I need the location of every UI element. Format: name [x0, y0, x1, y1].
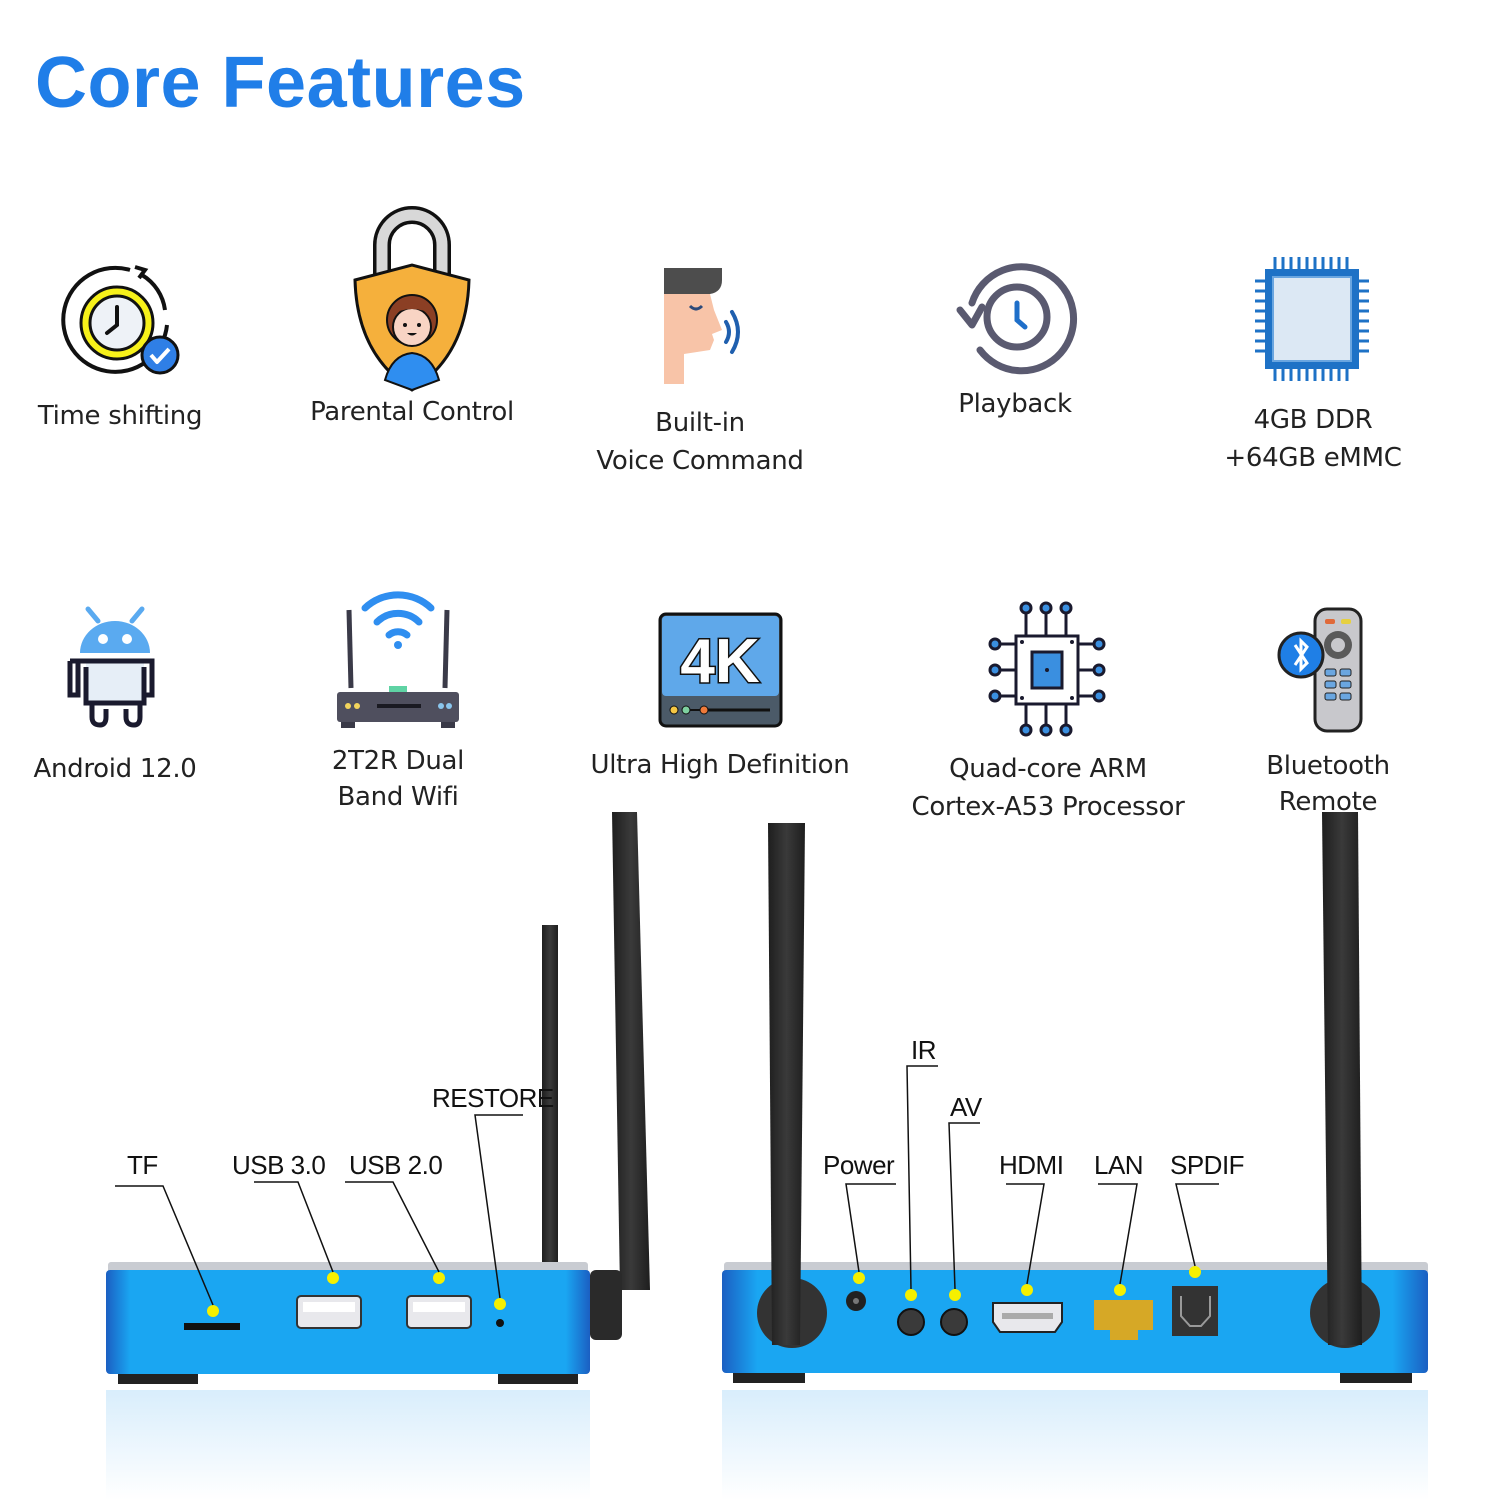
port-label-ir: IR [911, 1035, 937, 1065]
feature-label: Voice Command [596, 446, 804, 476]
feature-wifi: 2T2R Dual Band Wifi [268, 580, 528, 816]
android-robot-icon [67, 606, 155, 728]
ir-jack [897, 1308, 925, 1336]
feature-label: +64GB eMMC [1224, 443, 1402, 473]
feature-label: Built-in [655, 408, 745, 438]
feature-time-shifting: Time shifting [0, 255, 250, 435]
feature-label: Android 12.0 [33, 754, 197, 784]
antenna [612, 812, 650, 1290]
4k-screen-icon: 4K [658, 612, 782, 728]
feature-memory: 4GB DDR +64GB eMMC [1183, 255, 1443, 477]
processor-circuit-icon [988, 601, 1106, 737]
feature-label: Cortex-A53 Processor [911, 792, 1185, 822]
feature-parental-control: Parental Control [282, 205, 542, 431]
port-label-tf: TF [127, 1150, 158, 1180]
wifi-router-icon [337, 591, 459, 728]
bluetooth-remote-icon [1277, 607, 1363, 733]
voice-speaking-icon [664, 268, 740, 384]
feature-label: Playback [958, 389, 1072, 419]
feature-processor: Quad-core ARM Cortex-A53 Processor [911, 600, 1185, 826]
feature-label: Quad-core ARM [949, 754, 1147, 784]
feature-android: Android 12.0 [0, 605, 245, 788]
playback-history-icon [956, 263, 1078, 375]
4k-badge-text: 4K [680, 627, 759, 696]
feature-voice-command: Built-in Voice Command [570, 250, 830, 480]
memory-chip-icon [1255, 257, 1369, 381]
antenna [1322, 812, 1362, 1345]
shield-lock-child-icon [353, 206, 471, 392]
front-device [106, 812, 650, 1500]
clock-sync-icon [61, 265, 180, 375]
page-title: Core Features [35, 43, 526, 123]
port-label-power: Power [823, 1150, 895, 1180]
antenna [542, 925, 558, 1275]
feature-label: Time shifting [37, 401, 203, 431]
tf-slot [184, 1323, 240, 1330]
feature-playback: Playback [885, 255, 1145, 423]
feature-label: Band Wifi [337, 782, 459, 812]
port-label-lan: LAN [1094, 1150, 1144, 1180]
port-label-usb3: USB 3.0 [232, 1150, 326, 1180]
port-label-hdmi: HDMI [999, 1150, 1064, 1180]
lan-port [1094, 1300, 1153, 1340]
port-label-av: AV [950, 1092, 982, 1122]
antenna [768, 823, 805, 1345]
feature-label: Parental Control [310, 397, 514, 427]
feature-bluetooth-remote: Bluetooth Remote [1198, 605, 1458, 821]
port-label-restore: RESTORE [432, 1083, 554, 1113]
port-label-usb2: USB 2.0 [349, 1150, 443, 1180]
feature-label: Ultra High Definition [590, 750, 850, 780]
restore-hole [496, 1319, 504, 1327]
feature-4k: 4K Ultra High Definition [590, 612, 850, 784]
feature-label: 4GB DDR [1253, 405, 1373, 435]
port-label-spdif: SPDIF [1170, 1150, 1245, 1180]
feature-label: 2T2R Dual [331, 746, 465, 776]
rear-device [722, 812, 1428, 1500]
spdif-port [1172, 1286, 1218, 1336]
feature-label: Bluetooth [1266, 751, 1390, 781]
av-jack [940, 1308, 968, 1336]
